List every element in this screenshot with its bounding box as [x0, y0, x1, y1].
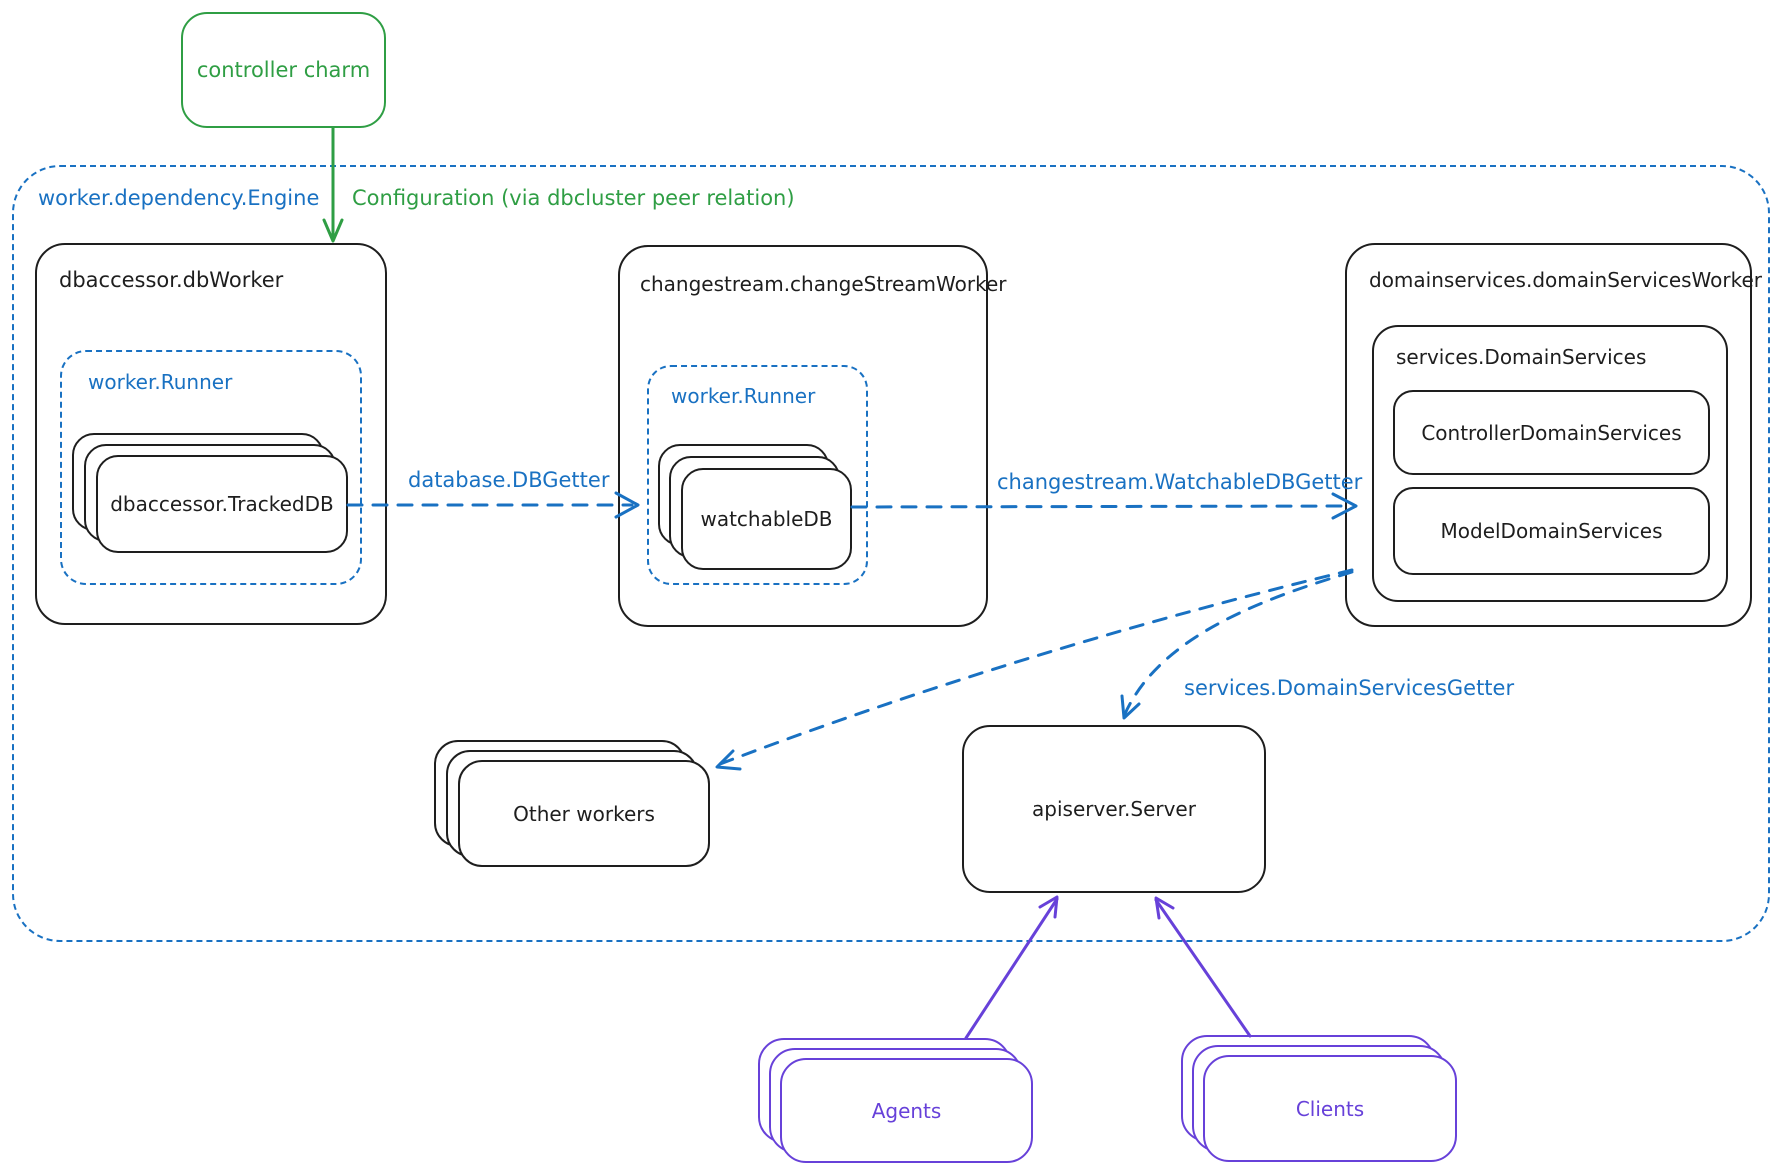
changestream-title: changestream.changeStreamWorker — [640, 272, 1007, 296]
clients-label: Clients — [1295, 1096, 1365, 1121]
watchable-db-label: watchableDB — [700, 507, 833, 531]
clients-card: Clients — [1203, 1055, 1457, 1162]
dbworker-runner-box — [60, 350, 362, 585]
domain-services-getter-label: services.DomainServicesGetter — [1184, 676, 1515, 700]
model-domain-services-label: ModelDomainServices — [1440, 519, 1663, 543]
dbworker-runner-label: worker.Runner — [88, 370, 233, 394]
other-workers-label: Other workers — [513, 801, 655, 826]
agents-label: Agents — [871, 1098, 942, 1123]
agents-card: Agents — [780, 1058, 1033, 1163]
watchable-db-getter-label: changestream.WatchableDBGetter — [997, 470, 1363, 494]
tracked-db-card: dbaccessor.TrackedDB — [96, 455, 348, 553]
domainservices-box — [1345, 243, 1752, 627]
tracked-db-label: dbaccessor.TrackedDB — [110, 492, 334, 516]
controller-domain-services-box: ControllerDomainServices — [1393, 390, 1710, 475]
apiserver-box: apiserver.Server — [962, 725, 1266, 893]
controller-charm-label: controller charm — [196, 58, 371, 82]
configuration-label: Configuration (via dbcluster peer relati… — [352, 186, 795, 210]
db-getter-label: database.DBGetter — [408, 468, 610, 492]
engine-container — [12, 165, 1770, 942]
services-domainservices-box — [1372, 325, 1728, 602]
services-domainservices-title: services.DomainServices — [1396, 345, 1647, 369]
watchable-db-card: watchableDB — [681, 468, 852, 570]
controller-domain-services-label: ControllerDomainServices — [1421, 420, 1682, 445]
dbworker-box — [35, 243, 387, 625]
model-domain-services-box: ModelDomainServices — [1393, 487, 1710, 575]
other-workers-card: Other workers — [458, 760, 710, 867]
apiserver-label: apiserver.Server — [1032, 797, 1196, 821]
domainservices-title: domainservices.domainServicesWorker — [1369, 268, 1763, 292]
controller-charm-box: controller charm — [181, 12, 386, 128]
engine-label: worker.dependency.Engine — [38, 186, 320, 210]
changestream-runner-label: worker.Runner — [671, 384, 816, 408]
dbworker-title: dbaccessor.dbWorker — [59, 268, 284, 292]
